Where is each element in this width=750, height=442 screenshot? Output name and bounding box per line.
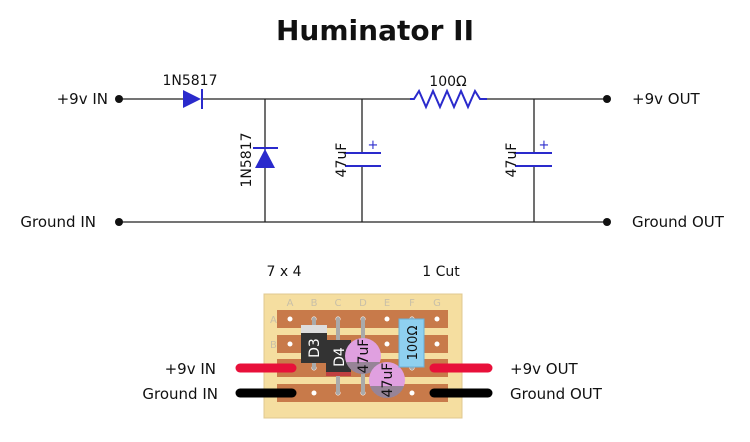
d1-label: 1N5817 bbox=[162, 73, 217, 89]
layout-label-9v-in: +9v IN bbox=[165, 360, 216, 378]
column-label: A bbox=[287, 298, 294, 309]
label-ground-in: Ground IN bbox=[20, 213, 96, 231]
column-label: F bbox=[409, 298, 415, 309]
layout-label-9v-out: +9v OUT bbox=[510, 360, 579, 378]
c2-layout-label: 47uF bbox=[380, 363, 396, 398]
schematic: +9v IN Ground IN +9v OUT Ground OUT 1N58… bbox=[20, 73, 724, 231]
strip-hole bbox=[287, 316, 293, 322]
layout-label-ground-out: Ground OUT bbox=[510, 385, 603, 403]
cuts-label: 1 Cut bbox=[422, 264, 460, 280]
strip-hole bbox=[384, 341, 390, 347]
c1-layout-label: 47uF bbox=[356, 339, 372, 374]
r1-layout-label: 100Ω bbox=[406, 326, 421, 361]
c1-label: 47uF bbox=[334, 143, 350, 178]
strip-hole bbox=[384, 316, 390, 322]
c2-polarity: + bbox=[539, 138, 550, 153]
terminal-out-pos bbox=[603, 95, 611, 103]
label-9v-out: +9v OUT bbox=[632, 90, 701, 108]
terminal-out-gnd bbox=[603, 218, 611, 226]
strip-hole bbox=[409, 390, 415, 396]
diode-d3: D3 bbox=[301, 325, 327, 363]
resistor-r1-symbol bbox=[410, 88, 487, 110]
c2-label: 47uF bbox=[504, 143, 520, 178]
c1-polarity: + bbox=[368, 138, 379, 153]
row-label-b: B bbox=[270, 340, 277, 351]
d3-label: D3 bbox=[307, 338, 323, 358]
resistor-r1: 100Ω bbox=[398, 318, 425, 368]
capacitor-c2: 47uF bbox=[369, 362, 405, 399]
column-label: B bbox=[311, 298, 318, 309]
diode-d2-symbol bbox=[253, 147, 278, 168]
column-label: C bbox=[335, 298, 342, 309]
d4-label: D4 bbox=[332, 347, 348, 367]
capacitor-c2-symbol bbox=[515, 152, 552, 167]
strip-hole bbox=[287, 341, 293, 347]
column-label: G bbox=[433, 298, 441, 309]
row-label-a: A bbox=[270, 315, 277, 326]
label-9v-in: +9v IN bbox=[57, 90, 108, 108]
diode-d1-symbol bbox=[183, 89, 203, 109]
column-label: D bbox=[359, 298, 367, 309]
terminal-in-pos bbox=[115, 95, 123, 103]
strip-hole bbox=[311, 390, 317, 396]
page-title: Huminator II bbox=[276, 14, 474, 47]
strip-hole bbox=[434, 341, 440, 347]
layout-label-ground-in: Ground IN bbox=[142, 385, 218, 403]
column-label: E bbox=[384, 298, 390, 309]
label-ground-out: Ground OUT bbox=[632, 213, 725, 231]
board-size-label: 7 x 4 bbox=[267, 264, 302, 280]
d2-label: 1N5817 bbox=[239, 132, 255, 187]
r1-label: 100Ω bbox=[429, 74, 467, 90]
capacitor-c1-symbol bbox=[345, 152, 381, 167]
strip-hole bbox=[434, 316, 440, 322]
terminal-in-gnd bbox=[115, 218, 123, 226]
